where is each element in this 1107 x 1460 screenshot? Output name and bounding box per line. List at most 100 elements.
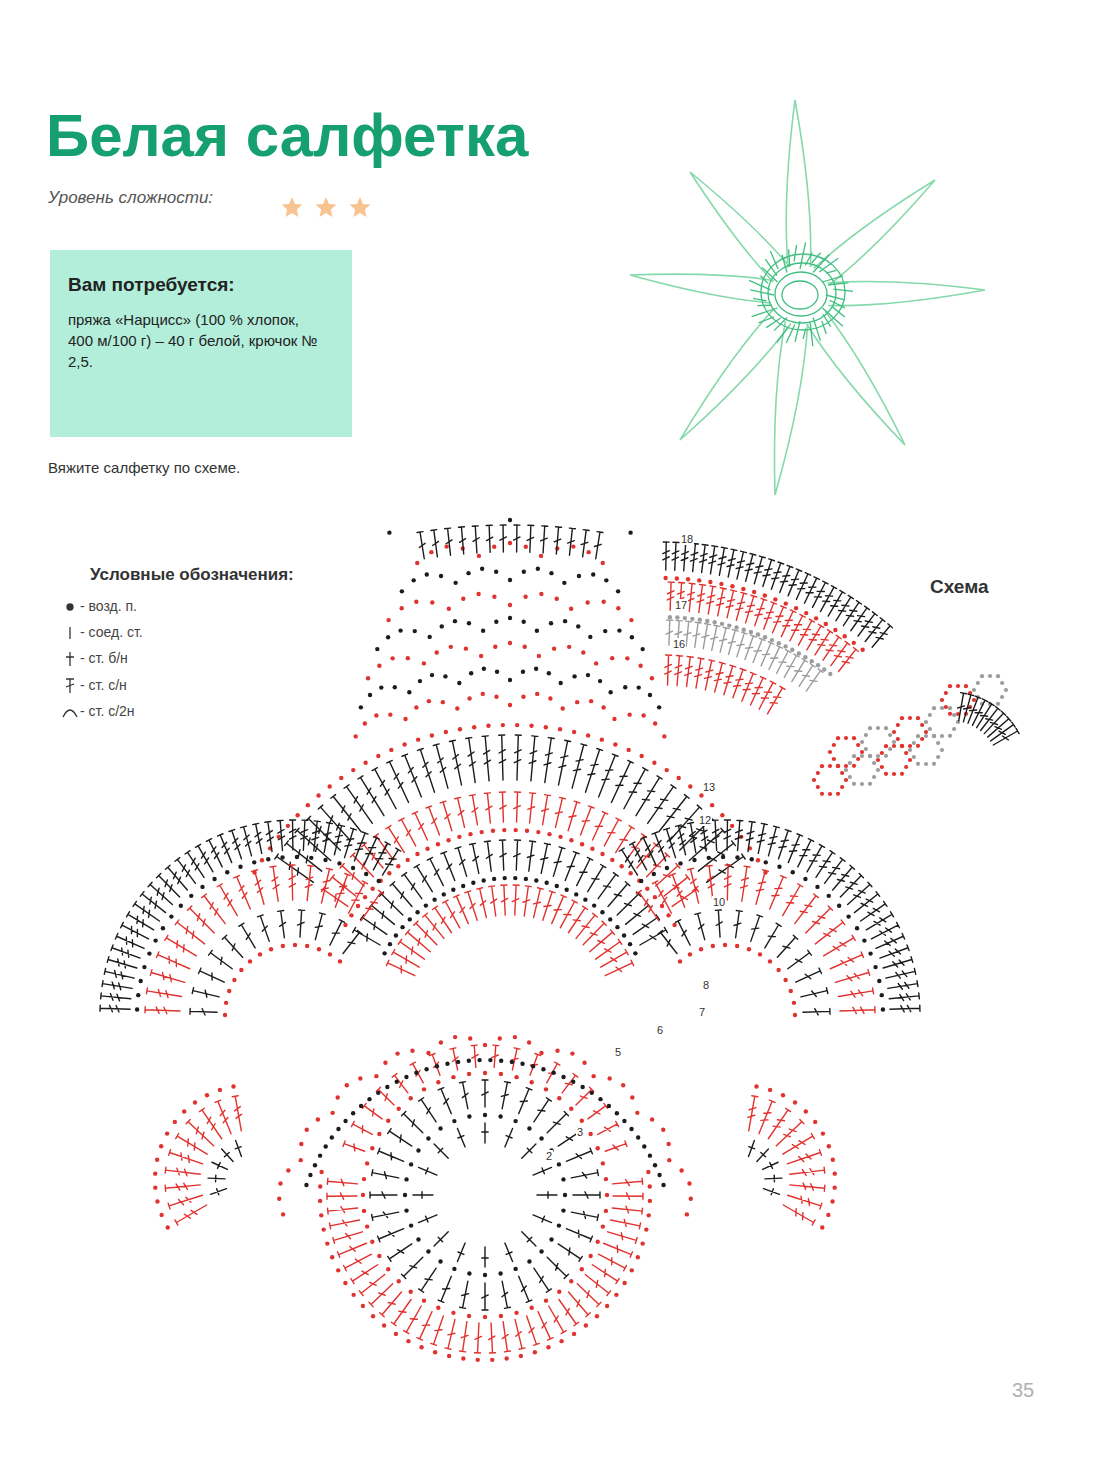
stitch-symbol [734, 911, 742, 938]
stitch-symbol [298, 910, 305, 937]
chain-dot [621, 1083, 625, 1087]
flower-stamen [795, 321, 800, 342]
stitch-symbol [778, 830, 791, 859]
flower-stamen [770, 251, 778, 269]
chain-dot [258, 952, 262, 956]
chain-dot [928, 727, 932, 731]
chain-dot [398, 628, 402, 632]
chain-dot [404, 1177, 408, 1181]
stitch-symbol [445, 1319, 455, 1349]
stitch-symbol [717, 588, 727, 616]
chain-dot [561, 1177, 565, 1181]
chain-dot [374, 1074, 378, 1078]
stitch-symbol [594, 532, 602, 559]
stitch-row [666, 620, 823, 691]
chain-dot [404, 1075, 408, 1079]
stitch-symbol [581, 530, 589, 557]
chain-dot [551, 1071, 555, 1075]
chain-dot [363, 761, 367, 765]
stitch-symbol [431, 530, 439, 557]
stitch-symbol [553, 847, 565, 877]
chain-dot [491, 829, 495, 833]
chain-dot [996, 674, 1000, 678]
chain-dot [636, 1135, 640, 1139]
stitch-symbol [559, 1299, 579, 1325]
hexagon-mesh [860, 726, 896, 758]
chain-dot [286, 1168, 290, 1172]
chain-dot [650, 676, 654, 680]
stitch-symbol [333, 1232, 363, 1244]
chain-dot [278, 1181, 282, 1185]
stitch-symbol [523, 886, 531, 916]
stitch-symbol [466, 738, 476, 783]
stitch-symbol [542, 795, 551, 825]
stitch-symbol [505, 1128, 513, 1146]
chain-dot [446, 838, 450, 842]
stitch-symbol [571, 1211, 598, 1220]
chain-dot [418, 679, 422, 683]
chain-dot [549, 1237, 553, 1241]
chain-row [153, 1084, 236, 1229]
chain-row [223, 943, 342, 1017]
chain-dot [388, 942, 392, 946]
stitch-symbol [720, 627, 729, 652]
stitch-symbol [598, 1121, 619, 1134]
chain-dot [481, 629, 485, 633]
chain-dot [827, 1144, 831, 1148]
chain-dot [527, 1126, 531, 1130]
chain-dot [370, 1239, 374, 1243]
hexagon-mesh [908, 734, 944, 766]
stitch-symbol [511, 1048, 520, 1070]
chain-dot [678, 861, 682, 865]
chain-dot [852, 764, 856, 768]
difficulty-label: Уровень сложности: [48, 188, 213, 208]
chain-dot [600, 852, 604, 856]
chain-dot [639, 879, 643, 883]
flower-stamen [794, 245, 796, 261]
chain-dot [155, 1158, 159, 1162]
stitch-symbol [728, 629, 738, 654]
stitch-symbol [404, 1306, 422, 1334]
chain-dot [471, 881, 475, 885]
stitch-symbol [206, 839, 222, 867]
chain-dot [768, 1088, 772, 1092]
chain-dot [598, 1097, 602, 1101]
chain-dot [868, 754, 872, 758]
stitch-symbol [963, 694, 973, 722]
chain-dot [734, 625, 738, 629]
chain-dot [483, 1071, 487, 1075]
chain-dot [826, 1213, 830, 1217]
chain-row [382, 876, 637, 956]
chain-dot [447, 607, 451, 611]
chain-dot [645, 886, 649, 890]
chain-dot [820, 1225, 824, 1229]
stitch-symbol [806, 906, 833, 933]
chain-dot [633, 951, 637, 955]
row-number: 17 [674, 599, 688, 611]
stitch-symbol [412, 812, 427, 841]
chain-dot [833, 1171, 837, 1175]
stitch-row [637, 865, 876, 1014]
stitch-symbol [457, 1243, 465, 1261]
chain-dot [628, 871, 632, 875]
chain-dot [377, 664, 381, 668]
stitch-symbol [724, 665, 736, 695]
chain-dot [558, 727, 562, 731]
chain-dot [293, 943, 297, 947]
chain-dot [650, 1117, 654, 1121]
row-number: 18 [680, 533, 694, 545]
chain-dot [343, 1119, 347, 1123]
stitch-symbol [338, 1243, 367, 1257]
chain-dot [385, 1085, 389, 1089]
stitch-symbol [431, 1316, 444, 1345]
chain-dot [783, 644, 787, 648]
stitch-symbol [472, 526, 479, 553]
chain-dot [415, 561, 419, 565]
chain-dot [735, 944, 739, 948]
stitch-symbol [165, 1183, 200, 1191]
chain-dot [393, 685, 397, 689]
chain-dot [619, 864, 623, 868]
stitch-symbol [724, 820, 731, 850]
stitch-symbol [795, 894, 819, 924]
